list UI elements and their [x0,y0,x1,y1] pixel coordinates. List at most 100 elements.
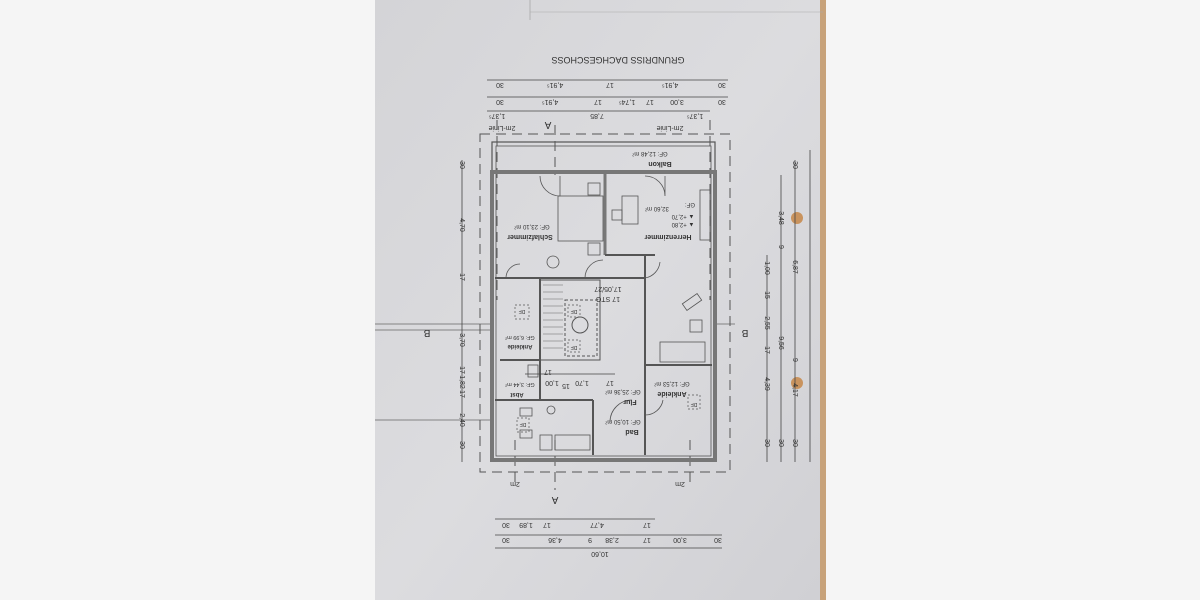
df-label: DF [520,421,527,427]
dim: 17 [594,98,602,105]
wood-edge [820,0,826,600]
level-mark: ▲ +2,80 [671,221,694,227]
dim: 1,74⁵ [619,98,636,105]
2m-line-label: 2m-Linie [656,124,683,131]
dim: 17 [606,379,614,386]
dim: 1,37⁵ [489,112,506,119]
room-name-ankleide: Ankleide [507,343,533,349]
room-name-herrenzimmer: Herrenzimmer [644,233,691,240]
walls [490,141,717,462]
punch-hole [791,212,803,224]
dim: 30 [718,98,726,105]
dim: 15 [763,291,770,299]
room-name-balkon: Balkon [648,160,671,167]
dim: 4,70 [458,218,465,232]
dim: 6,87 [791,260,798,274]
dim: 30 [458,161,465,169]
dim: 30 [718,81,726,88]
dim: 3,00 [673,536,687,543]
dim: 4,36 [548,536,562,543]
dim: 9,56 [777,336,784,350]
dim: 30 [496,98,504,105]
dim: 30 [502,521,510,528]
dim: 17 [643,536,651,543]
dim: 2,38 [605,536,619,543]
2m-label: 2m [675,480,685,487]
dim: 17 [606,81,614,88]
room-area-abst: GF: 3,44 m² [505,381,535,387]
dim: 7,85 [590,112,604,119]
dim: 30 [496,81,504,88]
dim: 9 [588,536,592,543]
dim: 9 [791,358,798,362]
dim: 4,39 [763,377,770,391]
dim: 4,91⁵ [662,81,679,88]
dim: 3,70 [458,333,465,347]
stair-steps: 17 STG [596,295,620,302]
dim: 17 [458,390,465,398]
2m-line-label: 2m-Linie [488,124,515,131]
dim: 15 [562,382,570,389]
dim: 1,82 [458,375,465,389]
dim: 2,55 [763,316,770,330]
room-name-schlafzimmer: Schlafzimmer [507,233,553,240]
room-area-herrenzimmer: 32,60 m² [645,205,669,211]
dim: 30 [763,439,770,447]
dim: 30 [714,536,722,543]
room-area-bad: GF: 10,50 m² [605,418,640,424]
section-a-marker: A [544,119,551,130]
dim: 3,00 [670,98,684,105]
dim: 2,40 [458,413,465,427]
plan-labels: GRUNDRISS DACHGESCHOSS 30 4,91⁵ 17 4,91⁵… [423,55,798,557]
dim: 17 [646,98,654,105]
dim: 1,37⁵ [687,112,704,119]
room-name-abst: Abst [510,391,523,397]
dimension-lines [461,79,811,549]
room-area-flur: GF: 25,36 m² [605,388,640,394]
dim: 1,00 [545,379,559,386]
section-b-marker: B [741,327,748,338]
dim: 3,48 [777,211,784,225]
room-area-ankleide: GF: 6,99 m² [505,334,535,340]
dim: 17 [643,521,651,528]
room-area-schlafzimmer: GF: 23,10 m² [514,223,549,229]
area-prefix: GF: [685,201,695,207]
dim: 1,00 [763,261,770,275]
furniture [505,175,711,451]
level-mark: ▲ +2,70 [671,213,694,219]
dim: 30 [791,439,798,447]
room-name-flur: Flur [623,398,636,405]
punch-hole [791,377,803,389]
dim: 17 [458,366,465,374]
room-name-ankleide: Ankleide [657,390,686,397]
section-a-marker: A [551,494,558,505]
dim: 30 [791,161,798,169]
df-label: DF [519,308,526,314]
dim: 1,89 [519,521,533,528]
dim: 17 [763,346,770,354]
stair-ratio: 17,05/27 [594,285,621,292]
dim: 4,77 [590,521,604,528]
section-b-marker: B [423,327,430,338]
dim: 9 [777,245,784,249]
dim: 30 [777,439,784,447]
2m-label: 2m [510,480,520,487]
df-label: DF [571,308,578,314]
dim: 4,91⁵ [547,81,564,88]
paper-sheet [375,0,823,600]
room-name-bad: Bad [625,428,638,435]
dim: 4,91⁵ [542,98,559,105]
dim: 17 [544,368,552,375]
dim: 17 [458,273,465,281]
dim: 17 [543,521,551,528]
room-area-balkon: GF: 12,48 m² [632,150,667,156]
df-label: DF [691,401,698,407]
dim: 30 [458,441,465,449]
df-label: DF [571,344,578,350]
room-area-ankleide: GF: 12,53 m² [654,380,689,386]
plan-title: GRUNDRISS DACHGESCHOSS [551,55,684,65]
dim: 1,70 [575,379,589,386]
dim: 30 [502,536,510,543]
dim: 4,17 [791,383,798,397]
